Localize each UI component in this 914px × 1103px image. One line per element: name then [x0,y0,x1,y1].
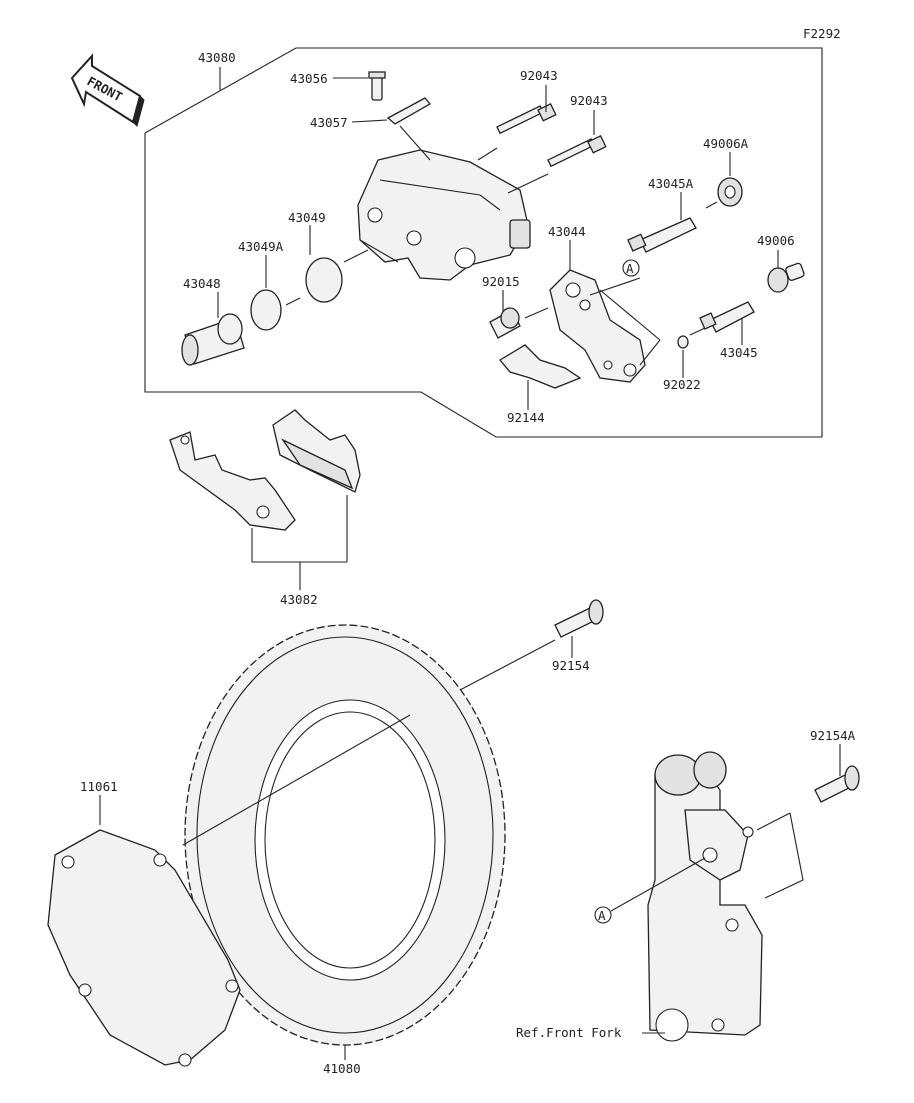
guide-bushing [489,307,521,339]
washer [677,335,689,349]
label-92043-lower: 92043 [570,93,608,108]
figure-code: F2292 [803,26,841,41]
label-ref-front-fork: Ref.Front Fork [516,1025,622,1040]
label-92154: 92154 [552,658,590,673]
seal-ring [305,257,343,303]
label-43080: 43080 [198,50,236,65]
label-92144: 92144 [507,410,545,425]
label-43056: 43056 [290,71,328,86]
label-92154A: 92154A [810,728,856,743]
caliper-pin-upper [496,102,557,135]
callout-a-top [622,259,640,277]
sleeve [699,301,755,333]
label-43048: 43048 [183,276,221,291]
label-43044: 43044 [548,224,586,239]
label-43057: 43057 [310,115,348,130]
fork-mount-bolt [814,765,860,803]
piston [181,313,245,366]
callout-a-top-label: A [626,261,634,276]
label-43049: 43049 [288,210,326,225]
seal-ring-a [250,289,282,331]
gasket-plate [47,829,241,1067]
label-92043-upper: 92043 [520,68,558,83]
label-43049A: 43049A [238,239,284,254]
brake-pads [169,409,361,531]
label-43082: 43082 [280,592,318,607]
sleeve-a [627,217,697,253]
label-43045: 43045 [720,345,758,360]
label-49006A: 49006A [703,136,749,151]
front-arrow-icon: FRONT [70,53,145,127]
caliper-assembly-frame [144,47,823,438]
spring-clip [386,97,431,125]
label-41080: 41080 [323,1061,361,1076]
label-43045A: 43045A [648,176,694,191]
brake-disc [184,624,506,1046]
label-92022: 92022 [663,377,701,392]
label-49006: 49006 [757,233,795,248]
callout-a-bottom-label: A [598,908,606,923]
caliper-body [357,149,531,281]
caliper-pin-lower [547,134,607,168]
dust-cap [767,262,805,293]
dust-cap-a [717,177,743,207]
bleeder-valve [368,71,386,101]
caliper-bracket [549,269,646,383]
pad-spring [499,344,582,389]
label-11061: 11061 [80,779,118,794]
front-fork [647,751,763,1042]
callout-a-bottom [594,906,612,924]
disc-bolt [554,599,604,638]
label-92015: 92015 [482,274,520,289]
